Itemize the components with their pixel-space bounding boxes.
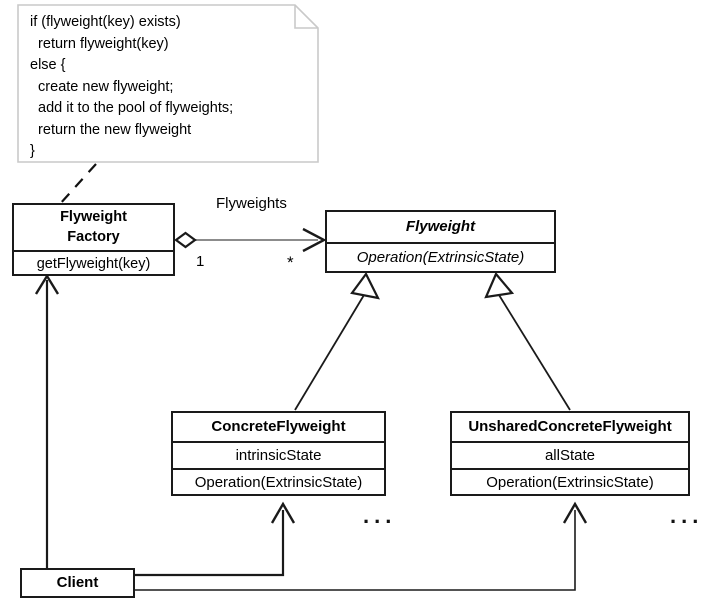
class-operation-flyweight: Operation(ExtrinsicState) xyxy=(327,242,554,271)
association-flyweights xyxy=(174,227,327,253)
pseudocode-note-text: if (flyweight(key) exists) return flywei… xyxy=(30,14,234,159)
open-arrow-head xyxy=(302,227,327,253)
class-name-concrete-flyweight: ConcreteFlyweight xyxy=(211,418,346,435)
multiplicity-label-many: * xyxy=(287,253,294,272)
generalization-unshared-concrete-flyweight xyxy=(484,271,571,411)
class-name-client: Client xyxy=(56,574,99,591)
class-box-flyweight-factory[interactable]: Flyweight Factory getFlyweight(key) xyxy=(12,203,175,276)
open-arrow-head xyxy=(270,501,296,524)
generalization-concrete-flyweight xyxy=(294,271,380,411)
class-box-concrete-flyweight[interactable]: ConcreteFlyweight intrinsicState Operati… xyxy=(171,411,386,496)
class-name-line-1: Flyweight xyxy=(60,209,127,225)
class-operation-concrete-flyweight: Operation(ExtrinsicState) xyxy=(173,468,384,494)
open-arrow-head xyxy=(34,273,60,295)
association-client-to-unshared-concrete-flyweight xyxy=(135,501,588,591)
association-client-to-concrete-flyweight xyxy=(135,501,296,577)
class-operation-get-flyweight: getFlyweight(key) xyxy=(14,250,173,274)
class-operation-unshared-concrete-flyweight: Operation(ExtrinsicState) xyxy=(452,468,688,494)
class-attribute-intrinsic-state: intrinsicState xyxy=(173,441,384,468)
class-box-unshared-concrete-flyweight[interactable]: UnsharedConcreteFlyweight allState Opera… xyxy=(450,411,690,496)
aggregation-diamond xyxy=(174,231,197,249)
multiplicity-label-one: 1 xyxy=(196,253,205,270)
class-attribute-all-state: allState xyxy=(452,441,688,468)
open-arrow-head xyxy=(562,501,588,524)
class-name-unshared-concrete-flyweight: UnsharedConcreteFlyweight xyxy=(468,418,672,435)
association-client-to-factory xyxy=(34,273,60,568)
ellipsis-left: ... xyxy=(363,503,397,528)
class-box-client[interactable]: Client xyxy=(20,568,135,598)
class-box-flyweight[interactable]: Flyweight Operation(ExtrinsicState) xyxy=(325,210,556,273)
association-label-flyweights: Flyweights xyxy=(216,195,287,212)
class-name-flyweight-factory: Flyweight Factory xyxy=(14,205,173,250)
ellipsis-right: ... xyxy=(670,503,704,528)
pseudocode-note: if (flyweight(key) exists) return flywei… xyxy=(18,5,318,162)
class-name-flyweight: Flyweight xyxy=(405,218,476,235)
class-name-line-2: Factory xyxy=(67,229,120,245)
generalization-triangle xyxy=(350,271,380,300)
generalization-triangle xyxy=(484,271,515,299)
